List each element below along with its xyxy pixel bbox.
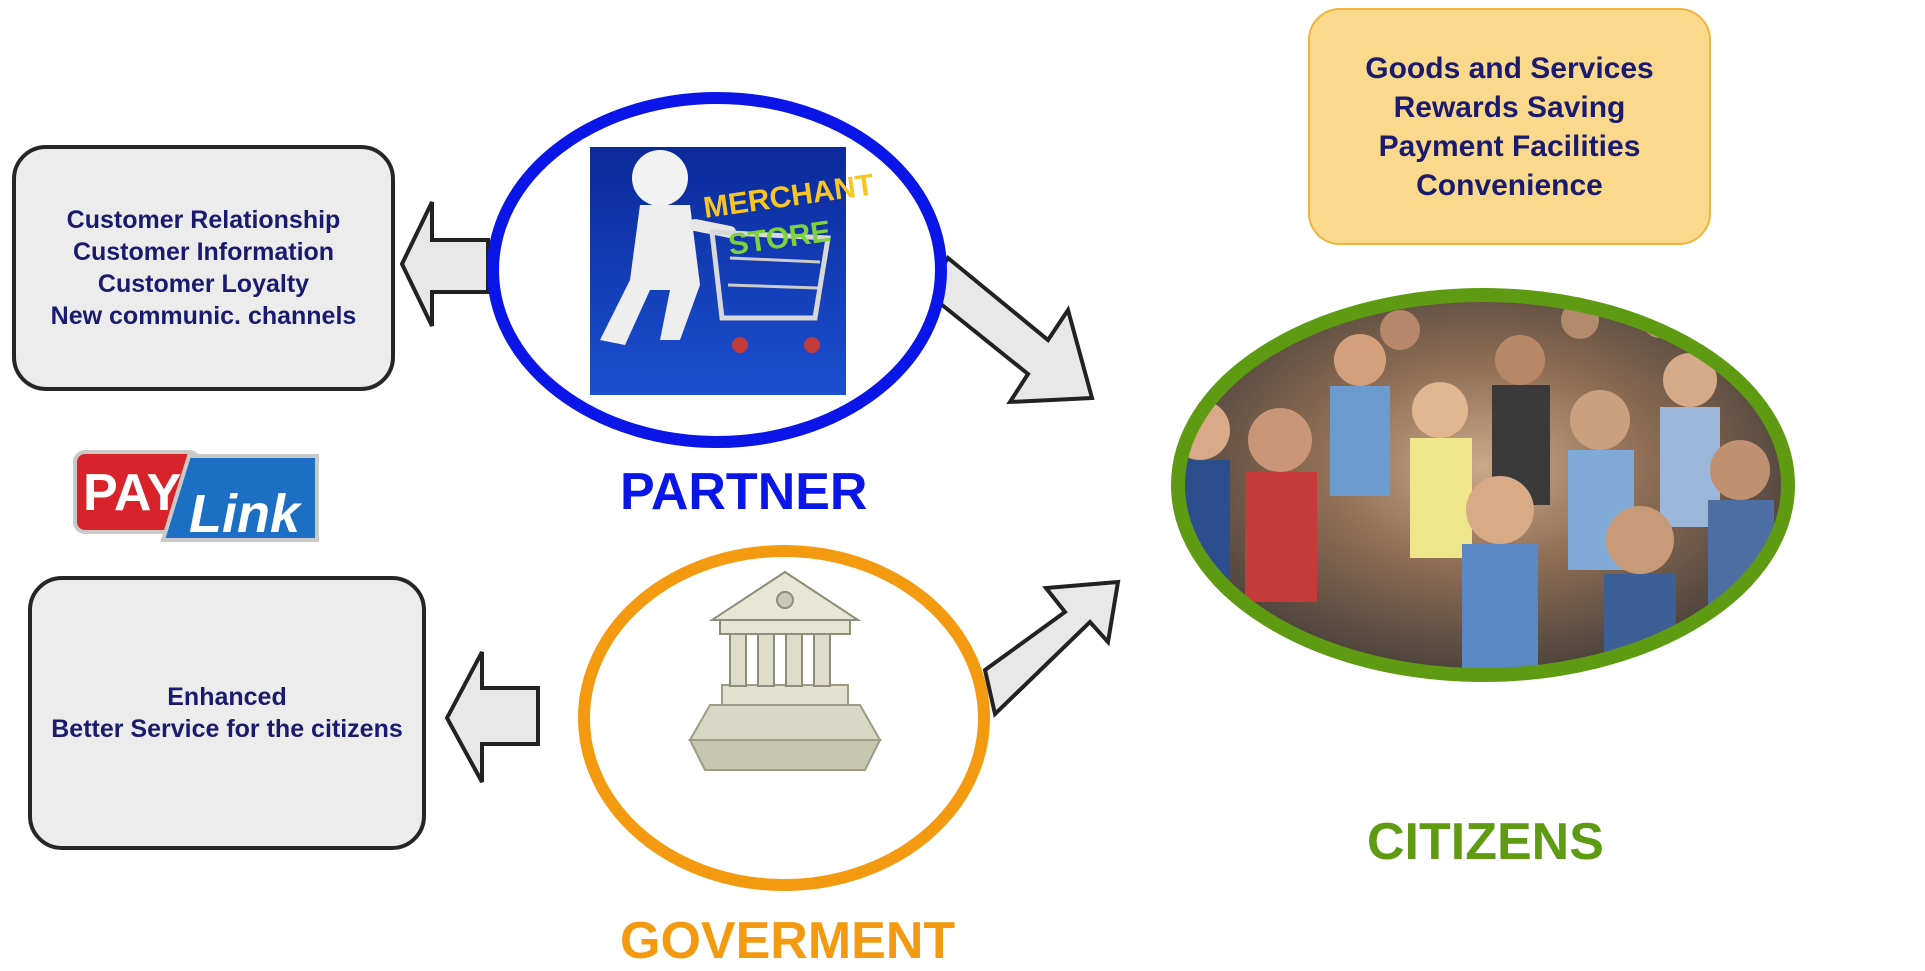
arrow-gov-to-citizens xyxy=(982,579,1121,718)
citizen-benefits-box: Goods and Services Rewards Saving Paymen… xyxy=(1308,8,1711,245)
paylink-pay-text: PAY xyxy=(83,464,181,522)
partner-benefit-line: Customer Loyalty xyxy=(97,270,310,298)
citizen-benefit-line: Goods and Services xyxy=(1365,51,1654,85)
partner-benefit-line: Customer Information xyxy=(72,238,335,266)
merchant-store-image: MERCHANT STORE xyxy=(590,147,876,395)
arrow-gov-to-benefits xyxy=(444,651,540,783)
paylink-link-text: Link xyxy=(189,484,303,544)
partner-benefits-box: Customer Relationship Customer Informati… xyxy=(12,145,395,391)
citizen-benefit-line: Rewards Saving xyxy=(1393,90,1626,124)
partner-benefit-line: Customer Relationship xyxy=(66,206,341,234)
citizen-benefit-line: Convenience xyxy=(1416,168,1603,202)
bank-icon xyxy=(688,570,882,771)
citizens-ellipse xyxy=(1171,288,1795,682)
citizen-benefit-line: Payment Facilities xyxy=(1378,129,1641,163)
government-label: GOVERMENT xyxy=(620,912,956,970)
government-benefit-line: Better Service for the citizens xyxy=(51,715,403,743)
government-benefits-box: Enhanced Better Service for the citizens xyxy=(28,576,426,850)
government-benefit-line: Enhanced xyxy=(167,683,287,711)
citizens-label: CITIZENS xyxy=(1367,813,1604,871)
arrow-partner-to-citizens xyxy=(923,255,1095,405)
paylink-logo: PAY Link xyxy=(73,450,319,544)
citizens-crowd-image xyxy=(1171,288,1795,682)
partner-label: PARTNER xyxy=(620,463,868,521)
arrow-partner-to-benefits xyxy=(399,201,490,327)
partner-benefit-line: New communic. channels xyxy=(50,302,357,330)
